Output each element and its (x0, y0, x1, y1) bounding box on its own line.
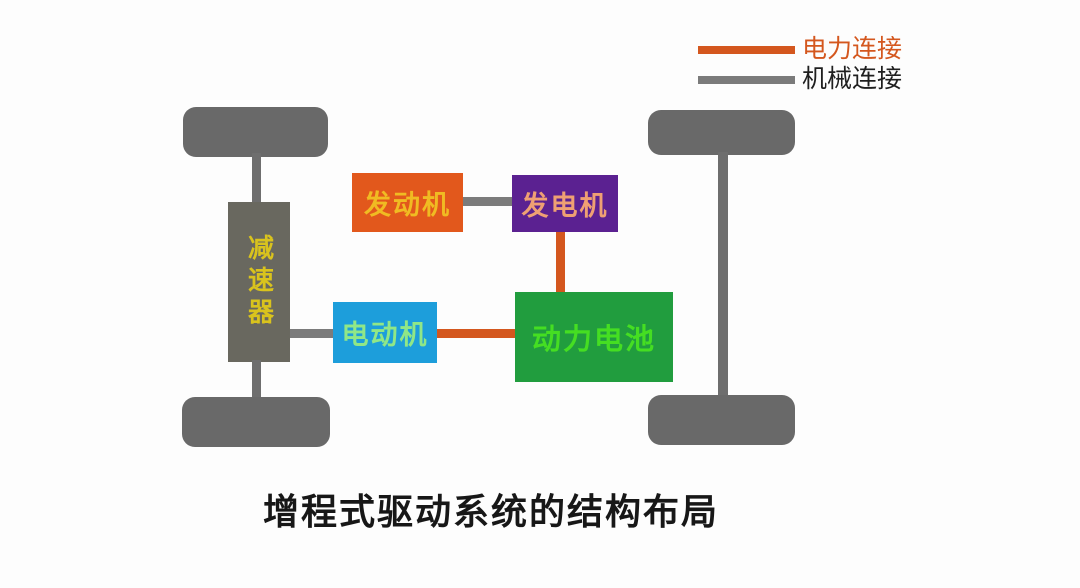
node-motor: 电动机 (333, 302, 437, 363)
electric-link-motor-battery (437, 329, 515, 338)
node-generator: 发电机 (512, 175, 618, 232)
legend-mechanical-line-swatch (698, 76, 795, 84)
electric-link-generator-battery (556, 230, 565, 293)
wheel-front-left (183, 107, 328, 157)
wheel-rear-left (182, 397, 330, 447)
legend-mechanical-label: 机械连接 (802, 66, 903, 93)
legend-electric-line-swatch (698, 46, 795, 54)
node-reducer: 减速器 (228, 202, 290, 362)
diagram-title: 增程式驱动系统的结构布局 (262, 491, 719, 532)
mechanical-link-reducer-motor (290, 329, 333, 338)
axle-left-lower (252, 360, 261, 400)
wheel-front-right (648, 110, 795, 155)
wheel-rear-right (648, 395, 795, 445)
axle-right (718, 152, 728, 398)
axle-left-upper (252, 153, 261, 204)
node-battery: 动力电池 (515, 292, 673, 382)
legend-electric-label: 电力连接 (802, 36, 903, 63)
node-engine: 发动机 (352, 173, 463, 232)
mechanical-link-engine-generator (463, 197, 512, 206)
